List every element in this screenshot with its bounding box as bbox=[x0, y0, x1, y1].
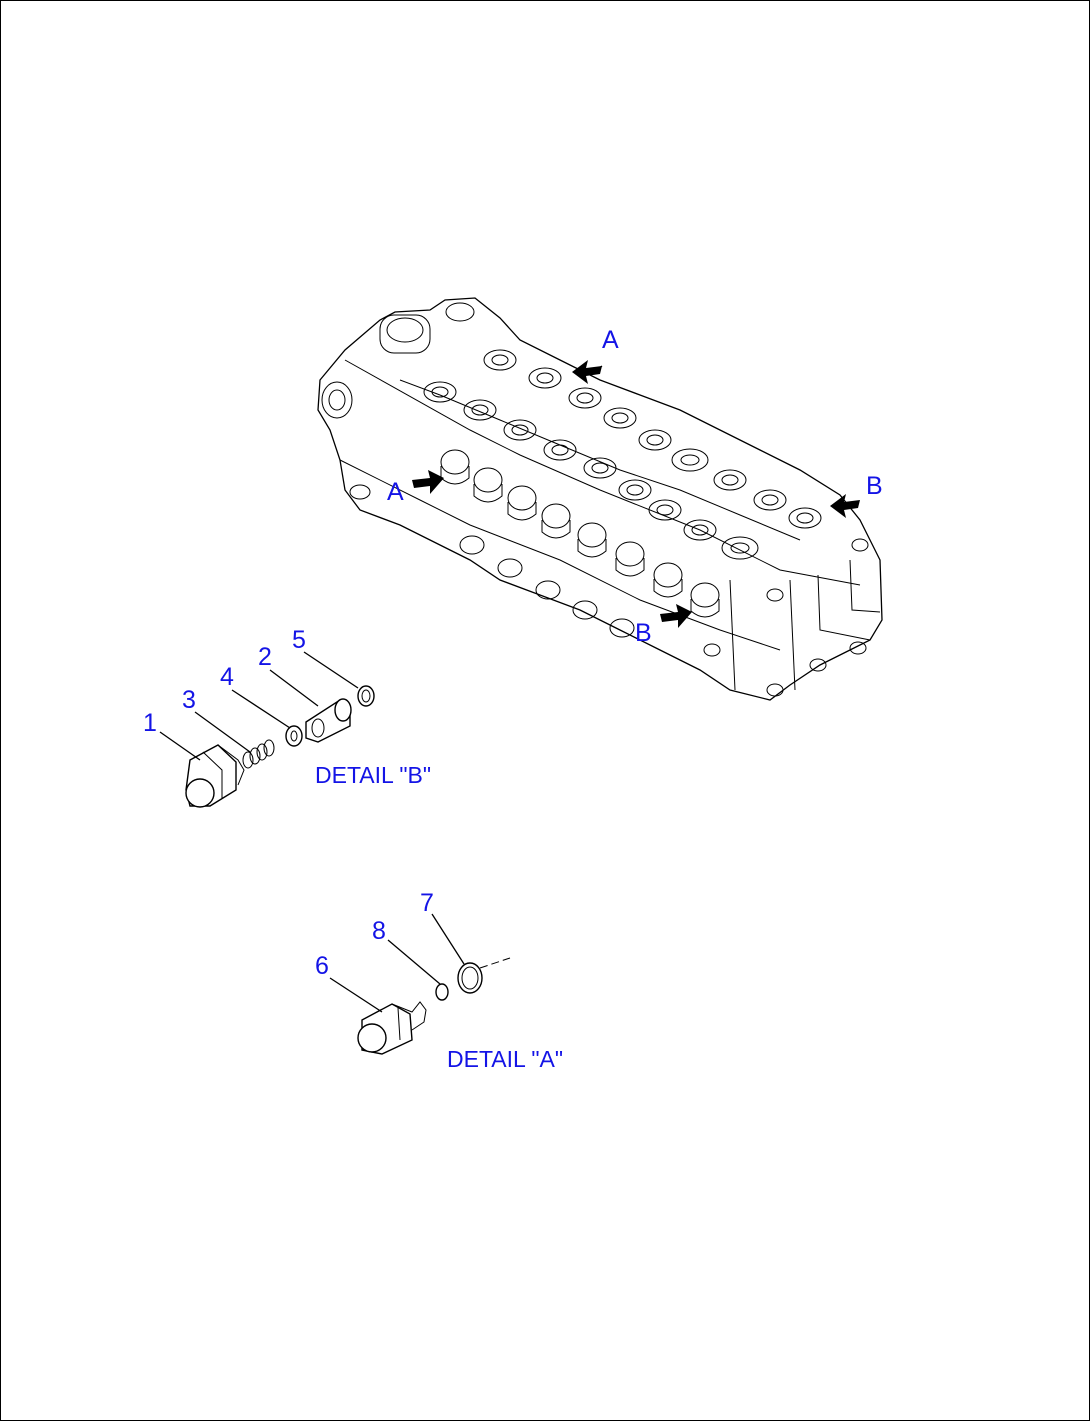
callout-part-8: 8 bbox=[372, 917, 386, 945]
detail-a-assembly bbox=[329, 913, 511, 1055]
detail-a-caption: DETAIL "A" bbox=[447, 1046, 563, 1072]
callout-part-3: 3 bbox=[182, 686, 196, 714]
callout-part-1: 1 bbox=[143, 709, 157, 737]
part-3-spring bbox=[242, 739, 275, 769]
view-arrow-b-right bbox=[830, 494, 860, 518]
part-8-o-ring-small bbox=[435, 983, 449, 1001]
part-1-plug bbox=[185, 744, 245, 808]
callout-part-6: 6 bbox=[315, 952, 329, 980]
callout-part-5: 5 bbox=[292, 626, 306, 654]
view-label-b-bottom: B bbox=[635, 619, 652, 647]
part-6-relief-valve bbox=[357, 1001, 427, 1055]
detail-b-caption: DETAIL "B" bbox=[315, 762, 431, 788]
callout-part-2: 2 bbox=[258, 643, 272, 671]
detail-b-assembly bbox=[159, 651, 375, 808]
view-arrow-b-bottom bbox=[660, 604, 692, 628]
part-4-seat bbox=[285, 725, 303, 747]
part-7-o-ring-large bbox=[457, 962, 483, 994]
view-label-a-left: A bbox=[387, 478, 404, 506]
callout-part-7: 7 bbox=[420, 889, 434, 917]
control-valve-body bbox=[317, 297, 883, 701]
view-arrow-a-top bbox=[572, 360, 603, 384]
part-2-poppet bbox=[305, 698, 352, 743]
callout-labels: 1 2 3 4 5 6 7 8 A A B B DETAIL "B" DETAI… bbox=[143, 326, 883, 1072]
view-arrow-a-left bbox=[412, 470, 444, 494]
part-5-o-ring bbox=[357, 685, 375, 707]
view-label-b-right: B bbox=[866, 472, 883, 500]
callout-part-4: 4 bbox=[220, 663, 234, 691]
view-label-a-top: A bbox=[602, 326, 619, 354]
